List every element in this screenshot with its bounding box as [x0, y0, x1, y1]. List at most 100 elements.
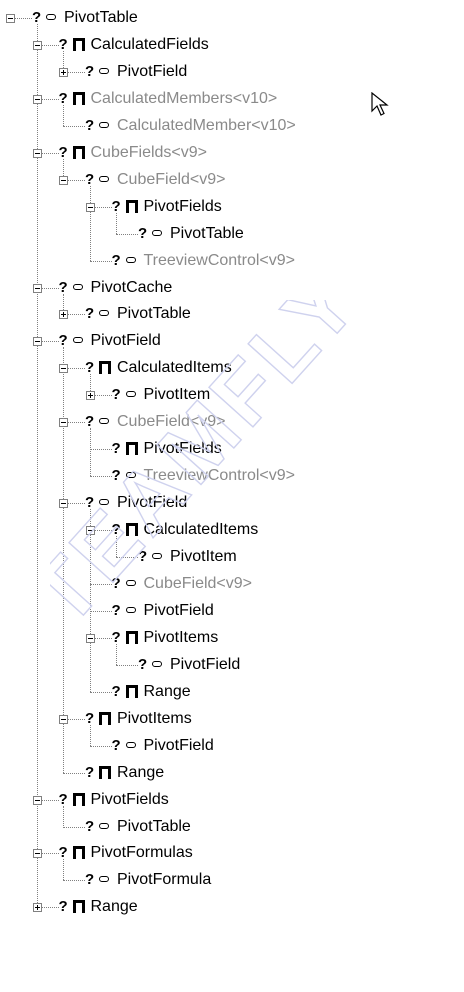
collapse-button[interactable] — [32, 337, 42, 347]
tree-row-n27[interactable]: ?PivotItems — [0, 707, 464, 731]
connector-line — [36, 152, 59, 154]
expand-button[interactable] — [59, 67, 68, 77]
tree-node-label: Range — [143, 682, 191, 700]
tree-node-label: PivotCache — [90, 278, 173, 296]
tree-row-n13[interactable]: ?PivotField — [0, 329, 464, 353]
tree-row-n16[interactable]: ?CubeField<v9> — [0, 410, 464, 434]
connector-line — [36, 853, 59, 855]
tree-row-n2[interactable]: ?CalculatedFields — [0, 33, 464, 57]
tree-row-n9[interactable]: ?PivotTable — [0, 222, 464, 246]
tree-node-label: CalculatedItems — [143, 521, 259, 539]
tree-row-n34[interactable]: ? Range — [0, 895, 464, 919]
connector-line — [89, 610, 112, 612]
tree-row-n3[interactable]: ?PivotField — [0, 60, 464, 84]
tree-node-label: CubeField<v9> — [117, 170, 226, 188]
connector-line — [36, 24, 38, 908]
collapse-button[interactable] — [85, 526, 95, 536]
expand-button[interactable] — [32, 903, 42, 913]
help-marker: ? — [111, 251, 121, 269]
tree-row-n29[interactable]: ?Range — [0, 761, 464, 785]
tree-row-n10[interactable]: ?TreeviewControl<v9> — [0, 249, 464, 273]
object-icon — [125, 472, 136, 479]
collapse-button[interactable] — [32, 283, 42, 293]
tree-row-n31[interactable]: ?PivotTable — [0, 815, 464, 839]
collapse-button[interactable] — [59, 364, 68, 374]
tree-row-n18[interactable]: ?TreeviewControl<v9> — [0, 464, 464, 488]
help-marker: ? — [111, 601, 121, 619]
tree-row-n21[interactable]: ?PivotItem — [0, 545, 464, 569]
connector-line — [63, 50, 64, 72]
help-marker: ? — [111, 628, 121, 646]
help-marker: ? — [58, 898, 68, 916]
tree-row-n23[interactable]: ?PivotField — [0, 599, 464, 623]
collapse-button[interactable] — [59, 714, 68, 724]
tree-row-n12[interactable]: ?PivotTable — [0, 302, 464, 326]
tree-row-n24[interactable]: ? PivotItems — [0, 626, 464, 650]
collapse-button[interactable] — [59, 418, 68, 428]
collapse-button[interactable] — [32, 795, 42, 805]
expand-button[interactable] — [59, 310, 68, 320]
tree-node-label: Range — [90, 898, 138, 916]
connector-line — [89, 428, 91, 477]
tree-row-n20[interactable]: ?CalculatedItems — [0, 518, 464, 542]
tree-row-n26[interactable]: ? Range — [0, 680, 464, 704]
tree-node-label: PivotField — [143, 736, 214, 754]
collection-icon — [72, 37, 85, 51]
help-marker: ? — [111, 467, 121, 485]
connector-line — [89, 745, 112, 747]
tree-node-label: PivotTable — [117, 305, 191, 323]
tree-row-n28[interactable]: ?PivotField — [0, 734, 464, 758]
object-icon — [99, 175, 109, 182]
object-icon — [152, 660, 162, 667]
tree-row-n6[interactable]: ?CubeFields<v9> — [0, 141, 464, 165]
help-marker: ? — [85, 62, 95, 80]
tree-row-n33[interactable]: ?PivotFormula — [0, 868, 464, 892]
connector-line — [89, 724, 91, 746]
tree-row-n19[interactable]: ?PivotField — [0, 491, 464, 515]
object-icon — [99, 310, 109, 317]
tree-row-n4[interactable]: ?CalculatedMembers<v10> — [0, 87, 464, 111]
tree-row-n30[interactable]: ?PivotFields — [0, 788, 464, 812]
expand-button[interactable] — [85, 391, 95, 401]
tree-row-n14[interactable]: ?CalculatedItems — [0, 356, 464, 380]
tree-row-n17[interactable]: ?PivotFields — [0, 437, 464, 461]
tree-node-label: PivotFields — [90, 790, 169, 808]
tree-row-n5[interactable]: ?CalculatedMember<v10> — [0, 114, 464, 138]
collapse-button[interactable] — [32, 849, 42, 859]
tree-node-label: PivotItems — [143, 628, 219, 646]
collapse-button[interactable] — [6, 14, 15, 23]
help-marker: ? — [138, 655, 148, 673]
collapse-button[interactable] — [59, 175, 68, 185]
tree-row-n1[interactable]: ?PivotTable — [0, 6, 464, 30]
connector-line — [63, 772, 85, 774]
collection-icon — [99, 765, 111, 779]
connector-line — [63, 422, 85, 424]
tree-row-n32[interactable]: ?PivotFormulas — [0, 841, 464, 865]
tree-row-n11[interactable]: ?PivotCache — [0, 276, 464, 300]
tree-row-n7[interactable]: ?CubeField<v9> — [0, 168, 464, 192]
collapse-button[interactable] — [32, 94, 42, 104]
tree-row-n15[interactable]: ?PivotItem — [0, 383, 464, 407]
collection-icon — [125, 523, 138, 537]
connector-line — [89, 185, 91, 261]
connector-line — [63, 368, 85, 370]
connector-line — [116, 557, 138, 558]
help-marker: ? — [111, 682, 121, 700]
collapse-button[interactable] — [85, 202, 95, 212]
connector-line — [63, 104, 64, 126]
connector-line — [116, 664, 138, 666]
connector-line — [63, 314, 85, 316]
collapse-button[interactable] — [32, 148, 42, 158]
collection-icon — [125, 630, 138, 644]
tree-row-n22[interactable]: ?CubeField<v9> — [0, 572, 464, 596]
tree-row-n25[interactable]: ?PivotField — [0, 653, 464, 677]
object-icon — [125, 741, 136, 748]
connector-line — [89, 476, 112, 478]
collapse-button[interactable] — [59, 499, 68, 509]
connector-line — [63, 158, 64, 180]
tree-row-n8[interactable]: ?PivotFields — [0, 195, 464, 219]
connector-line — [116, 643, 117, 665]
collapse-button[interactable] — [32, 40, 42, 50]
collapse-button[interactable] — [85, 633, 95, 643]
connector-line — [89, 206, 112, 208]
